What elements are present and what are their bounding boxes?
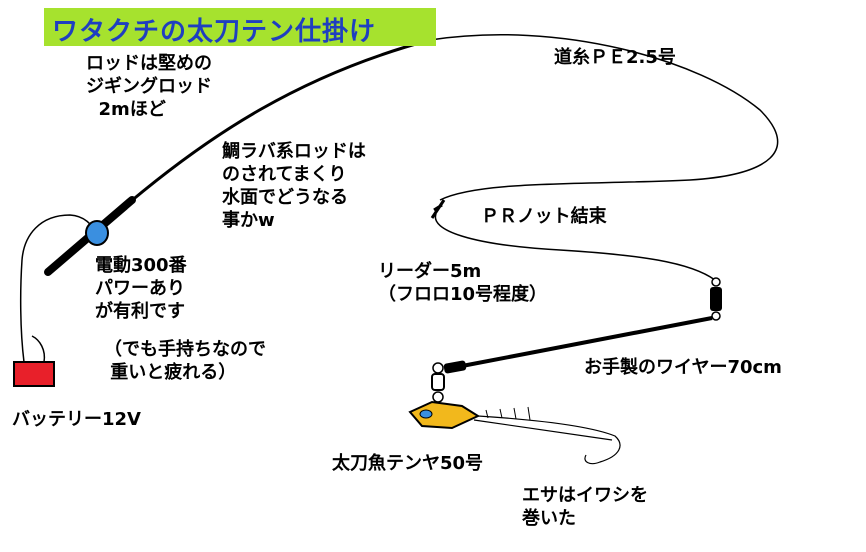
label-tenya: 太刀魚テンヤ50号 bbox=[332, 453, 484, 474]
hook-shank bbox=[473, 419, 613, 441]
pr-knot bbox=[430, 199, 446, 219]
leader-line bbox=[434, 213, 716, 281]
label-leader: リーダー5m （フロロ10号程度） bbox=[378, 261, 548, 305]
label-main-line: 道糸ＰＥ2.5号 bbox=[554, 47, 676, 68]
main-line bbox=[429, 34, 779, 201]
wire-sleeve bbox=[443, 360, 467, 374]
swivel-lower-ring bbox=[432, 362, 444, 374]
reel-shape bbox=[85, 220, 109, 246]
label-reel: 電動300番 パワーあり が有利です bbox=[95, 255, 187, 322]
label-rod: ロッドは堅めの ジギングロッド 2mほど bbox=[86, 53, 212, 120]
wire-leader bbox=[461, 316, 713, 368]
label-battery: バッテリー12V bbox=[12, 409, 141, 430]
diagram-title: ワタクチの太刀テン仕掛け bbox=[52, 17, 377, 47]
label-bait: エサはイワシを 巻いた bbox=[522, 485, 648, 529]
label-knot: ＰＲノット結束 bbox=[481, 206, 607, 227]
tenya-eye bbox=[419, 409, 433, 419]
swivel-top bbox=[710, 287, 722, 311]
label-madai-rod: 鯛ラバ系ロッドは のされてまくり 水面でどうなる 事かw bbox=[222, 141, 366, 231]
label-reel-note: （でも手持ちなので 重いと疲れる） bbox=[104, 339, 266, 383]
swivel-ring-bottom bbox=[711, 311, 721, 321]
swivel-ring-top bbox=[711, 277, 721, 287]
battery-cable bbox=[19, 214, 96, 363]
swivel-lower bbox=[431, 373, 445, 391]
battery-shape bbox=[13, 361, 55, 387]
rod-tip bbox=[129, 38, 431, 204]
bait-outline bbox=[477, 415, 621, 465]
battery-cable-2 bbox=[31, 335, 46, 363]
wire-wrap bbox=[485, 406, 531, 421]
title-banner bbox=[44, 8, 436, 46]
label-wire: お手製のワイヤー70cm bbox=[584, 357, 782, 378]
snap-ring bbox=[432, 391, 444, 403]
